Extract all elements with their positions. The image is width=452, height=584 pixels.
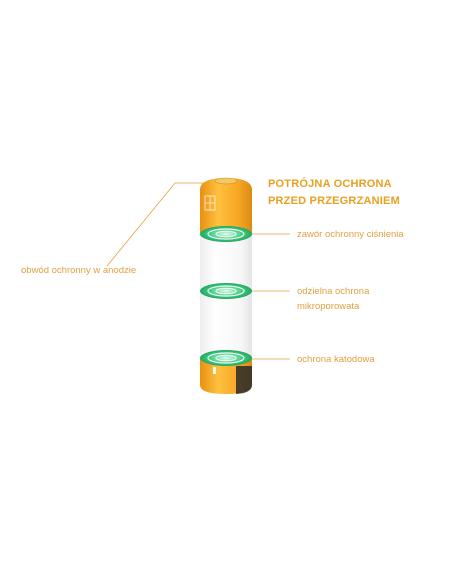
label-cathode-protection: ochrona katodowa: [297, 354, 375, 365]
leader-line-anode: [106, 182, 210, 267]
leader-lines: [106, 182, 290, 360]
battery-bottom-band: [236, 366, 252, 394]
label-separator-line-1: odzielna ochrona: [297, 286, 370, 297]
label-separator: odzielna ochrona mikroporowata: [297, 284, 369, 314]
battery-terminal: [214, 177, 238, 185]
protection-ring-icon: [200, 226, 252, 366]
battery-top-cap: [200, 178, 252, 233]
heading-line-1: POTRÓJNA OCHRONA: [268, 178, 392, 190]
diagram-heading: POTRÓJNA OCHRONA PRZED PRZEGRZANIEM: [268, 176, 400, 210]
label-separator-line-2: mikroporowata: [297, 301, 360, 313]
heading-line-2: PRZED PRZEGRZANIEM: [268, 195, 400, 207]
label-pressure-valve: zawór ochronny ciśnienia: [297, 229, 404, 240]
battery-bottom-mark: [213, 367, 216, 374]
label-anode-protection: obwód ochronny w anodzie: [21, 265, 137, 276]
